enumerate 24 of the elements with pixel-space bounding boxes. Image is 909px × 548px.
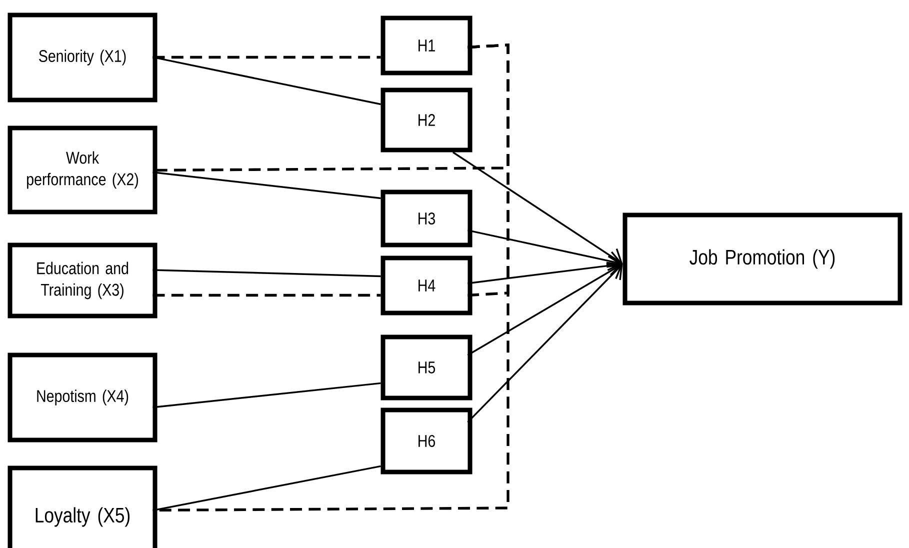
line xyxy=(152,382,381,408)
outcome-box: Job Promotion (Y) xyxy=(622,212,902,306)
hypothesis-box: H4 xyxy=(380,256,472,316)
line xyxy=(152,269,381,278)
line xyxy=(152,465,381,512)
arrow xyxy=(467,264,623,423)
hypothesis-box: H6 xyxy=(380,408,472,474)
hypothesis-box: H3 xyxy=(380,190,472,248)
factor-box: Loyalty (X5) xyxy=(8,466,158,548)
factor-box: Seniority (X1) xyxy=(8,12,158,102)
hypothesis-box: H5 xyxy=(380,334,472,400)
arrow xyxy=(468,229,623,271)
arrow xyxy=(452,152,623,266)
factor-box: Education and Training (X3) xyxy=(8,242,158,318)
hypothesis-box: H2 xyxy=(380,88,472,152)
line xyxy=(152,56,381,106)
hypothesis-box: H1 xyxy=(380,16,472,76)
dashed-line xyxy=(152,56,381,59)
arrow xyxy=(468,256,623,284)
factor-box: Work performance (X2) xyxy=(8,126,158,214)
arrow xyxy=(467,262,623,356)
factor-box: Nepotism (X4) xyxy=(8,352,158,442)
line xyxy=(152,171,381,200)
dashed-line xyxy=(152,294,381,297)
